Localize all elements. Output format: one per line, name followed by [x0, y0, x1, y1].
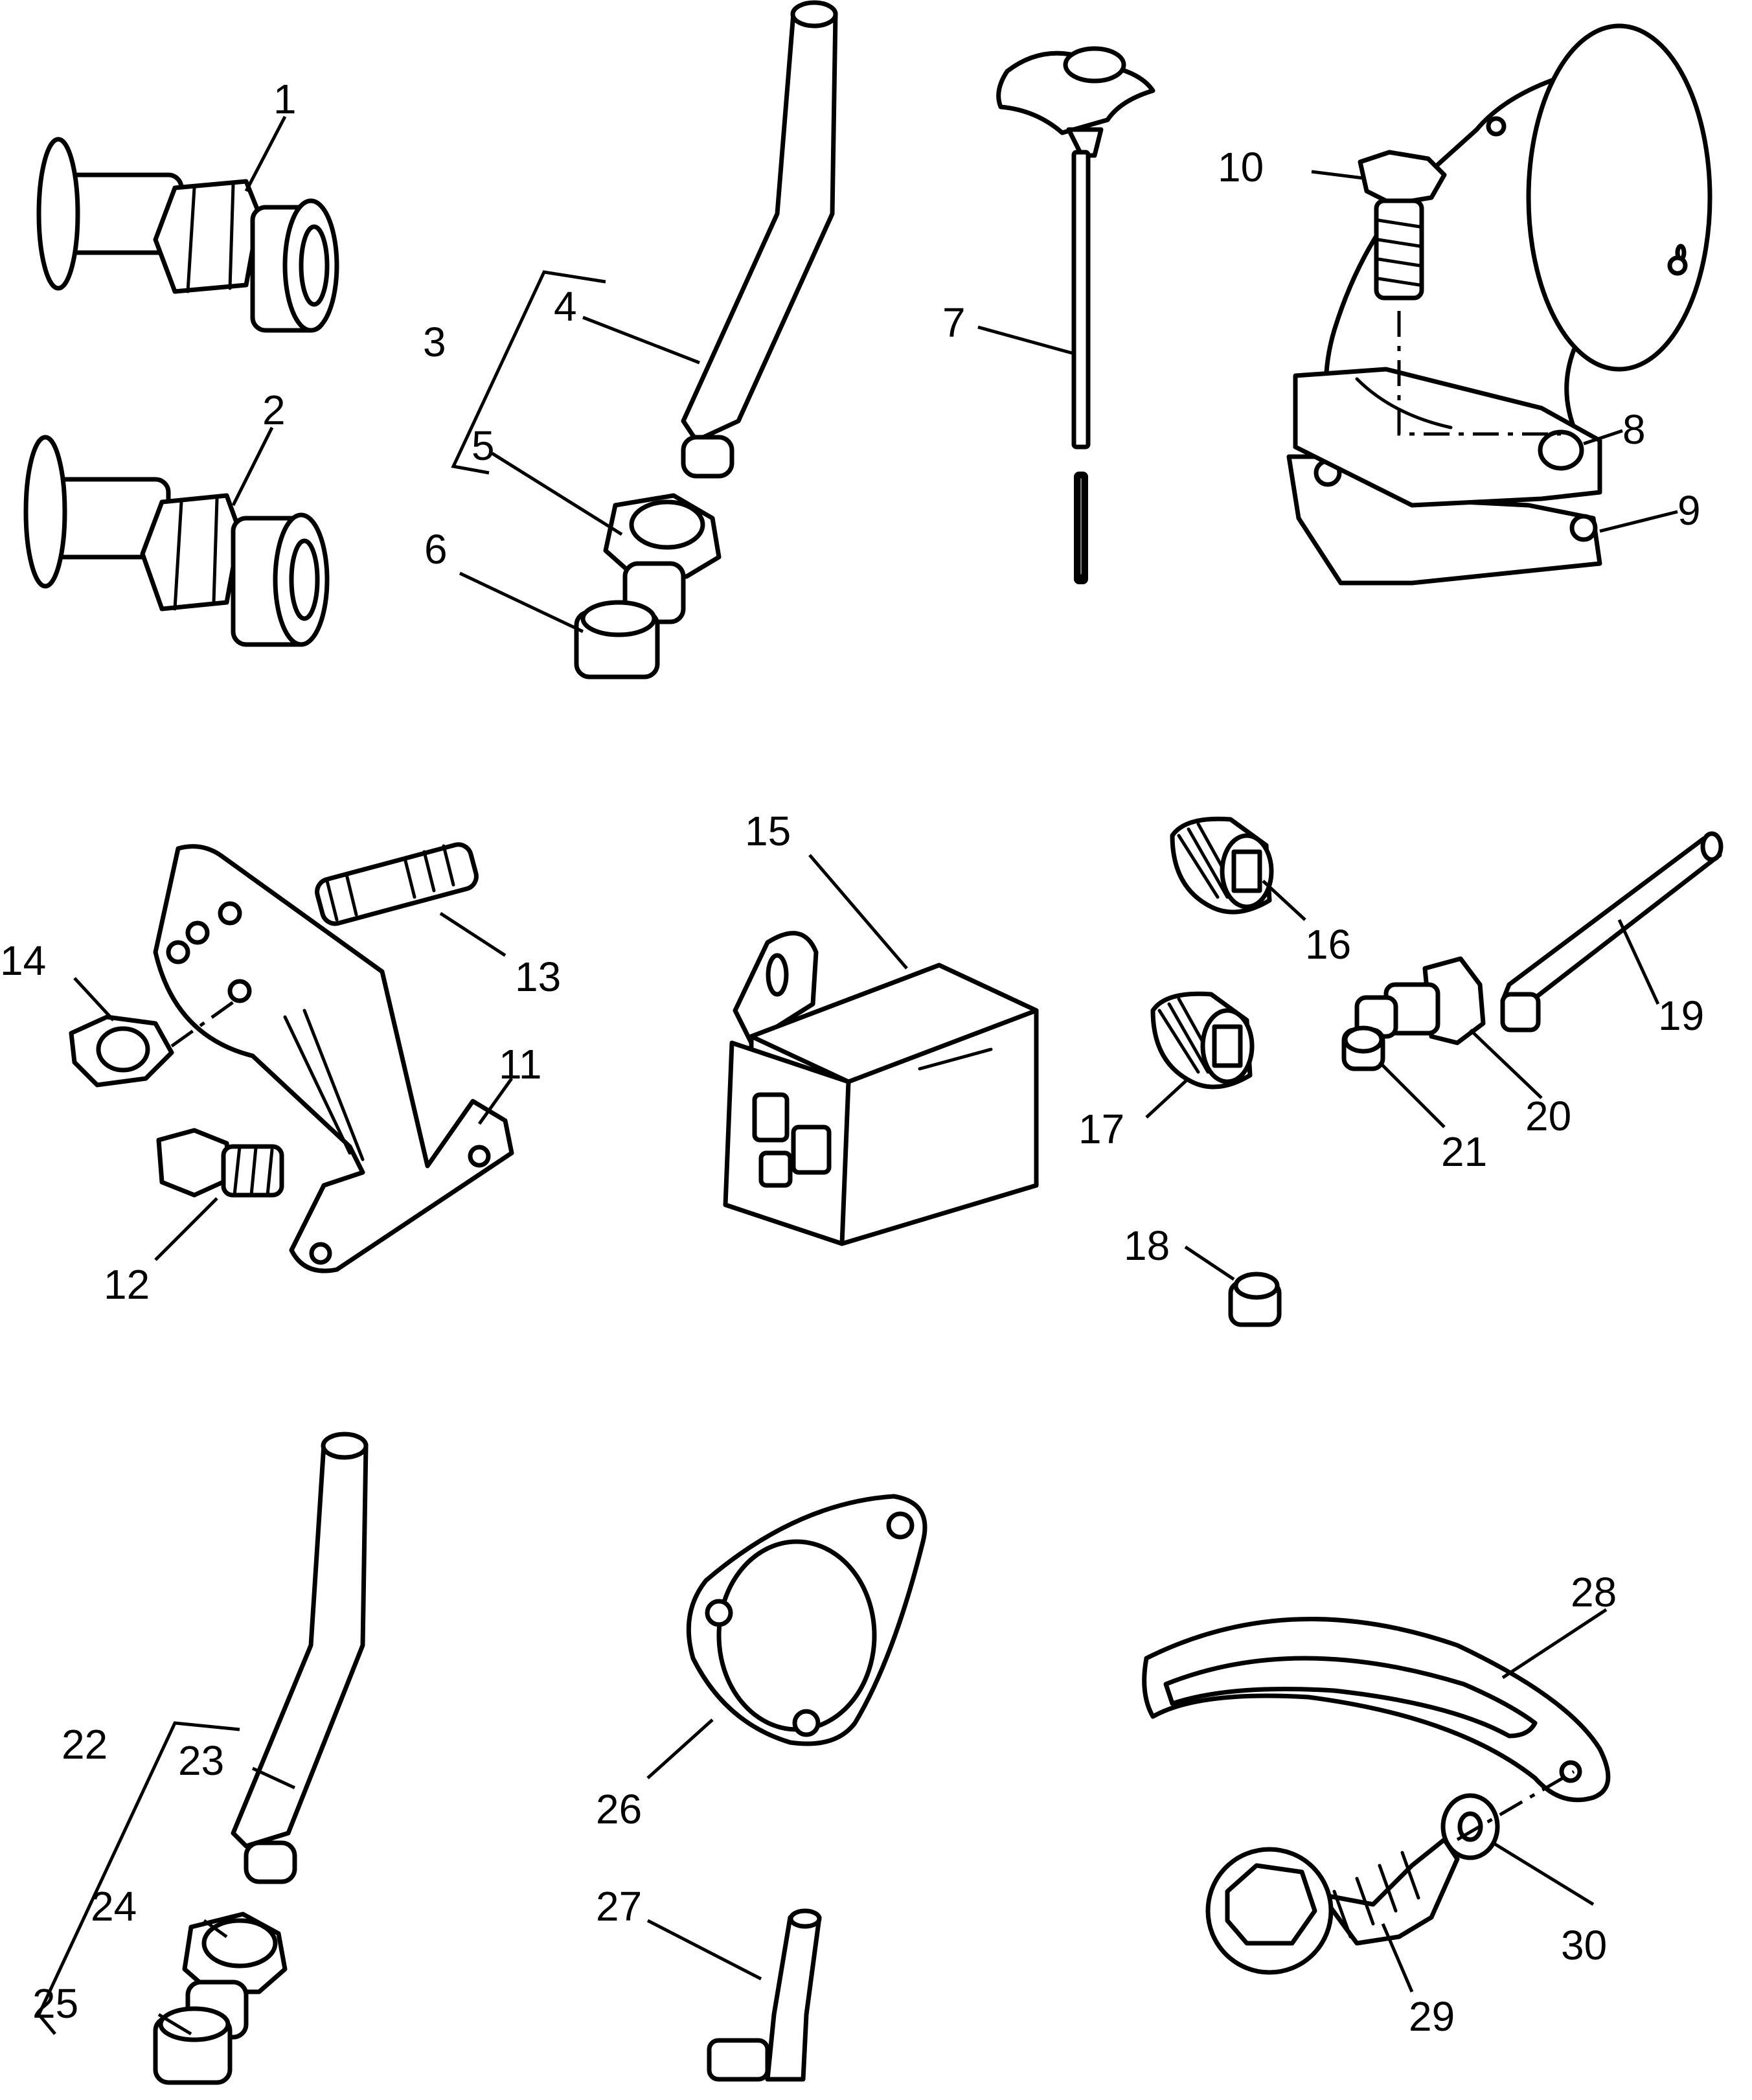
part-9-gasket — [1286, 454, 1602, 586]
callout-27: 27 — [596, 1883, 642, 1930]
part-15-relay — [723, 931, 1039, 1246]
callout-30: 30 — [1561, 1922, 1607, 1969]
part-17-threaded-plug — [1150, 991, 1255, 1090]
callout-13: 13 — [515, 953, 561, 1000]
part-11-mounting-bracket — [153, 844, 514, 1273]
part-21-sleeve — [1341, 1025, 1385, 1071]
callout-28: 28 — [1571, 1569, 1617, 1615]
callout-19: 19 — [1658, 992, 1704, 1039]
callout-10: 10 — [1218, 144, 1264, 190]
part-14-hex-nut — [69, 996, 241, 1088]
callout-24: 24 — [91, 1883, 137, 1930]
callout-1: 1 — [273, 76, 297, 122]
callout-3: 3 — [423, 319, 446, 365]
callout-20: 20 — [1525, 1093, 1571, 1139]
part-28-slotted-strap — [1142, 1617, 1611, 1803]
part-1-hose-fitting — [36, 137, 339, 333]
part-2-hose-fitting — [23, 435, 330, 647]
callout-7: 7 — [942, 299, 966, 346]
callout-22: 22 — [62, 1721, 108, 1768]
part-19-tube — [1500, 831, 1724, 1033]
part-27-tube-insert — [707, 1908, 822, 2082]
part-10-flange-bolt — [1358, 150, 1561, 436]
callout-17: 17 — [1078, 1106, 1124, 1152]
callout-29: 29 — [1409, 1993, 1455, 2040]
callout-4: 4 — [554, 283, 577, 330]
callout-16: 16 — [1305, 921, 1351, 968]
part-18-sleeve — [1228, 1272, 1282, 1327]
bracket-3-group — [451, 270, 606, 475]
part-8-elbow-outlet — [1293, 23, 1712, 508]
part-4-bent-tube — [681, 0, 838, 479]
callout-labels: 1 2 3 4 5 6 7 8 9 10 11 12 13 14 15 16 1… — [0, 76, 1704, 2040]
part-16-threaded-plug — [1170, 816, 1274, 915]
part-29-flange-bolt — [1205, 1770, 1575, 1975]
callout-25: 25 — [32, 1980, 78, 2027]
callout-2: 2 — [262, 387, 286, 433]
callout-8: 8 — [1622, 406, 1646, 453]
part-6-sleeve — [574, 600, 660, 679]
bracket-22-group — [37, 1721, 240, 2035]
part-23-bent-tube — [231, 1432, 369, 1884]
part-7-dipstick — [996, 46, 1155, 584]
part-26-flange-gasket — [686, 1494, 927, 1746]
callout-12: 12 — [104, 1261, 150, 1308]
leader-lines — [73, 115, 1678, 2036]
part-12-bolt — [156, 1128, 284, 1198]
part-30-washer — [1440, 1793, 1500, 1860]
callout-9: 9 — [1678, 487, 1701, 534]
callout-15: 15 — [745, 808, 791, 854]
callout-23: 23 — [178, 1737, 224, 1784]
callout-5: 5 — [472, 422, 495, 469]
callout-11: 11 — [499, 1041, 541, 1088]
callout-14: 14 — [0, 937, 46, 984]
callout-21: 21 — [1441, 1128, 1487, 1175]
callout-18: 18 — [1124, 1222, 1170, 1269]
part-13-stud — [315, 842, 479, 926]
part-25-sleeve — [153, 2006, 233, 2085]
callout-26: 26 — [596, 1786, 642, 1832]
callout-6: 6 — [424, 526, 448, 573]
